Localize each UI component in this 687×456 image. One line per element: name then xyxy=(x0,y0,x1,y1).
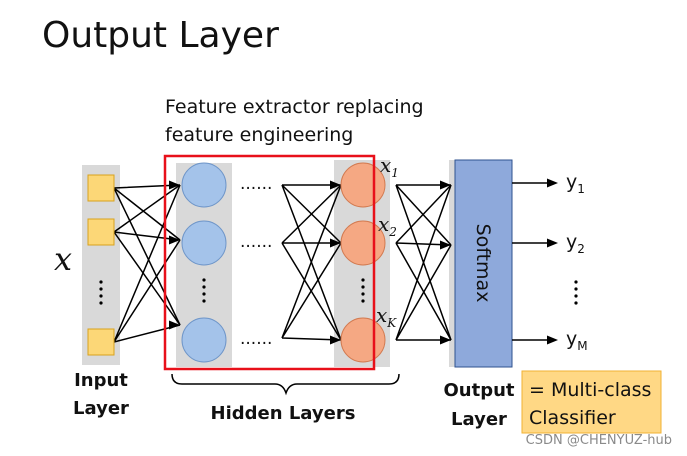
feature-extractor-note-line2: feature engineering xyxy=(165,124,353,146)
input-vector-symbol: x xyxy=(54,240,72,278)
input-layer-label-line2: Layer xyxy=(73,398,129,419)
input-vertical-ellipsis xyxy=(99,280,103,305)
feature-vertical-ellipsis xyxy=(361,278,365,303)
classifier-note-box xyxy=(521,370,662,434)
output-layer-label-line2: Layer xyxy=(451,409,507,430)
classifier-note-line2: Classifier xyxy=(529,407,616,429)
hidden-node-2 xyxy=(181,220,227,266)
feature-extractor-highlight-box xyxy=(163,154,376,371)
output-label-2: y2 xyxy=(566,231,585,256)
feature-node-1 xyxy=(340,162,386,208)
input-node-3 xyxy=(87,328,115,356)
watermark: CSDN @CHENYUZ-hub xyxy=(526,433,672,448)
output-label-1: y1 xyxy=(566,171,585,196)
hidden-ellipsis-row-3: ...... xyxy=(240,329,272,349)
output-arrows xyxy=(512,178,558,345)
input-to-hidden-connections xyxy=(113,184,181,343)
hidden-ellipsis-row-2: ...... xyxy=(240,232,272,252)
classifier-note-line1: = Multi-class xyxy=(529,379,651,401)
output-label-M: yM xyxy=(566,328,588,353)
feature-extractor-note-line1: Feature extractor replacing xyxy=(165,96,424,118)
hidden-ellipsis-row-1: ...... xyxy=(240,174,272,194)
output-vertical-ellipsis xyxy=(574,280,578,305)
hidden-to-last-hidden-connections xyxy=(281,184,342,341)
slide-title: Output Layer xyxy=(42,15,279,56)
hidden-to-softmax-connections xyxy=(395,184,452,341)
hidden-layers-brace xyxy=(171,373,400,396)
input-node-1 xyxy=(87,174,115,202)
hidden-vertical-ellipsis xyxy=(202,278,206,303)
feature-label-2: x2 xyxy=(378,212,397,239)
arrowheads xyxy=(169,180,451,345)
output-layer-label-line1: Output xyxy=(443,380,514,401)
feature-label-K: xK xyxy=(376,303,397,330)
softmax-label: Softmax xyxy=(472,224,494,303)
feature-label-1: x1 xyxy=(380,153,399,180)
input-node-2 xyxy=(87,218,115,246)
softmax-block xyxy=(454,159,513,368)
hidden-layers-label: Hidden Layers xyxy=(211,403,356,424)
input-layer-label-line1: Input xyxy=(74,370,128,391)
hidden-node-1 xyxy=(181,162,227,208)
hidden-node-3 xyxy=(181,317,227,363)
